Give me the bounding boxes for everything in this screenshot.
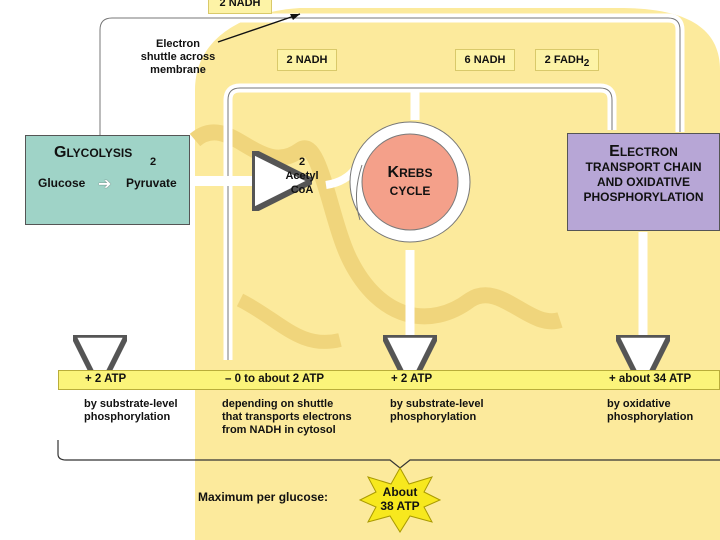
glycolysis-box: GLYCOLYSIS 2 Glucose ➔ Pyruvate [25,135,190,225]
glucose-arrow-icon: ➔ [98,176,112,193]
etc-line: TRANSPORT CHAIN [585,160,702,174]
summary-bracket [57,440,720,469]
shuttle-label-line: Electron [155,38,200,50]
atp-desc-glycolysis: by substrate-level phosphorylation [84,398,178,424]
max-per-glucose-label: Maximum per glucose: [198,490,329,504]
shuttle-label: Electron shuttle across membrane [140,38,216,77]
krebs-title-rest: REBS [399,166,433,180]
fadh-prefix: 2 FADH [544,54,584,66]
acetyl-line: CoA [290,184,314,196]
top-nadh-label: 2 NADH [208,0,272,14]
atp-desc-line: phosphorylation [607,411,694,423]
etc-line: PHOSPHORYLATION [583,190,704,204]
nadh-2-label: 2 NADH [277,49,337,71]
atp-amount-oxidative: + about 34 ATP [609,373,692,385]
atp-desc-shuttle: depending on shuttle that transports ele… [222,398,352,437]
etc-title: ELECTRON [568,144,719,160]
krebs-title-initial: K [387,164,400,181]
atp-desc-line: phosphorylation [390,411,477,423]
total-line: About [382,485,418,499]
acetyl-coa-label: 2 Acetyl CoA [282,155,322,197]
krebs-title-line2: CYCLE [389,184,431,198]
etc-title-initial: E [609,143,620,160]
arrow-glycolysis-nadh [99,17,681,360]
shuttle-pointer [217,13,301,43]
atp-desc-line: from NADH in cytosol [222,424,336,436]
pyruvate-label: Pyruvate [126,176,177,190]
acetyl-line: Acetyl [285,170,319,182]
krebs-cycle-circle [361,133,459,231]
electron-transport-box: ELECTRON TRANSPORT CHAIN AND OXIDATIVE P… [567,133,720,231]
glycolysis-title: GLYCOLYSIS [54,144,132,162]
pyruvate-count: 2 [150,156,157,168]
atp-amount-shuttle: – 0 to about 2 ATP [225,373,325,385]
atp-yield-bar: + 2 ATP – 0 to about 2 ATP + 2 ATP + abo… [58,370,720,390]
total-atp-label: About 38 ATP [370,485,430,513]
total-line: 38 ATP [380,499,420,513]
shuttle-label-line: shuttle across [140,51,216,63]
atp-desc-line: by oxidative [607,398,671,410]
atp-desc-line: depending on shuttle [222,398,334,410]
atp-desc-line: by substrate-level [84,398,178,410]
nadh-6-label: 6 NADH [455,49,515,71]
atp-desc-oxidative: by oxidative phosphorylation [607,398,693,424]
atp-amount-glycolysis: + 2 ATP [85,373,127,385]
krebs-cycle-label: KREBS CYCLE [370,164,450,200]
glycolysis-title-initial: G [54,144,67,161]
krebs-cycle-arrow [356,164,363,221]
glycolysis-title-rest: LYCOLYSIS [66,146,133,160]
acetyl-line: 2 [298,156,306,168]
cristae-shape [236,293,342,349]
fadh-label: 2 FADH2 [535,49,599,71]
fadh-subscript: 2 [583,58,590,69]
etc-line: AND OXIDATIVE [596,175,691,189]
atp-amount-krebs: + 2 ATP [391,373,433,385]
krebs-title: KREBS [370,164,450,182]
atp-desc-line: phosphorylation [84,411,171,423]
total-starburst [358,466,442,533]
shuttle-label-line: membrane [150,64,206,76]
atp-desc-line: by substrate-level [390,398,484,410]
glucose-label: Glucose [38,176,86,190]
etc-title-rest: LECTRON [619,145,678,159]
atp-desc-krebs: by substrate-level phosphorylation [390,398,484,424]
atp-desc-line: that transports electrons [222,411,352,423]
arrow-acetyl-nadh [227,87,613,360]
